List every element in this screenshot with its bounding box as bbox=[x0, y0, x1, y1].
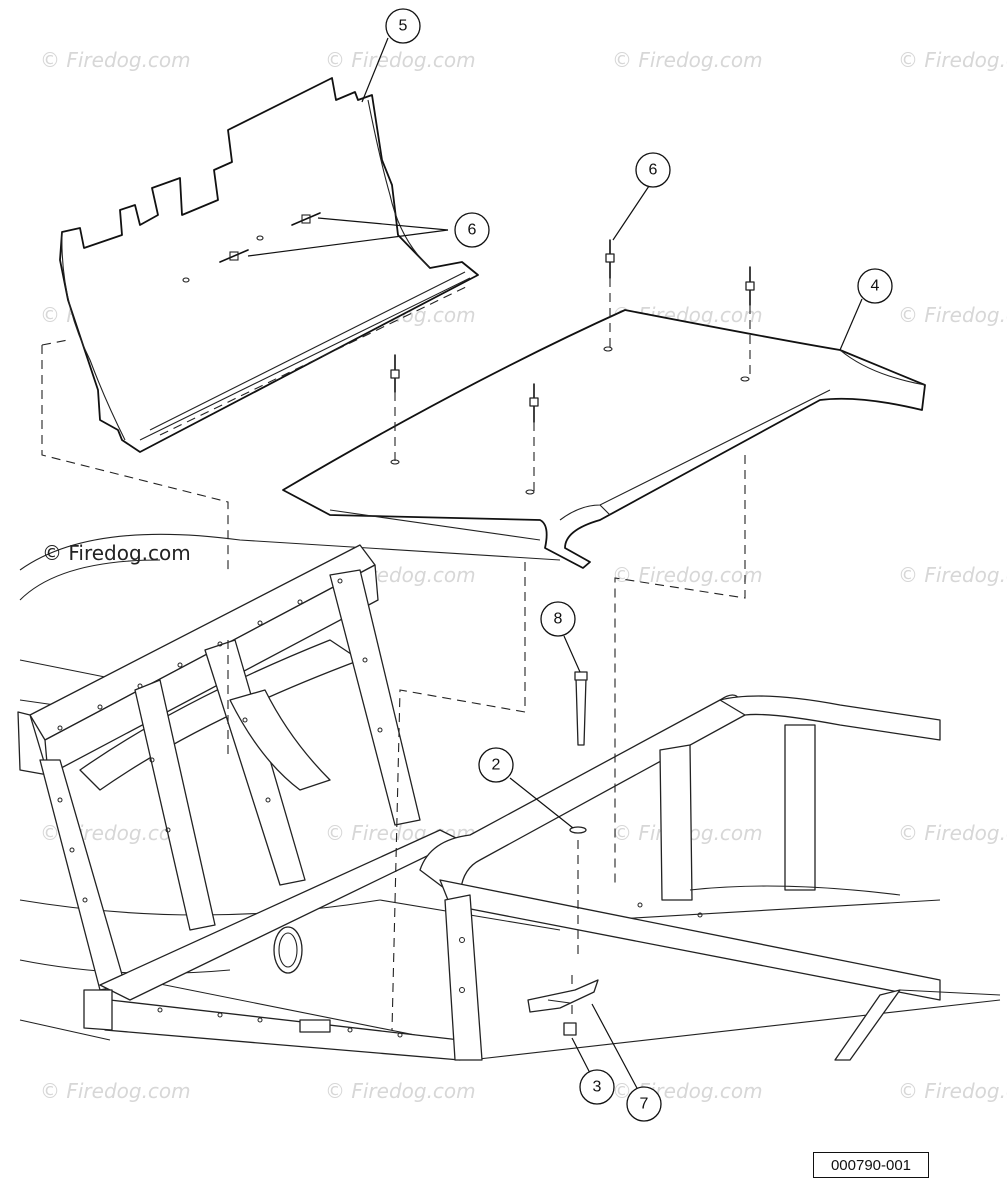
watermark: © Firedog.com bbox=[40, 1079, 191, 1103]
callout-3: 3 bbox=[579, 1069, 615, 1105]
callout-label: 6 bbox=[468, 222, 477, 239]
watermark: © Firedog.com bbox=[325, 1079, 476, 1103]
callout-8: 8 bbox=[540, 601, 576, 637]
frame-holes bbox=[57, 578, 703, 1038]
watermark: © Firedog.com bbox=[40, 48, 191, 72]
callout-4: 4 bbox=[857, 268, 893, 304]
panel-clips bbox=[182, 212, 321, 283]
reference-code: 000790-001 bbox=[813, 1152, 929, 1178]
watermark: © Firedog.com bbox=[898, 563, 1007, 587]
rear-panel bbox=[59, 77, 479, 453]
callout-label: 8 bbox=[554, 611, 563, 628]
bed-floor-panel bbox=[282, 309, 926, 569]
callout-label: 7 bbox=[640, 1096, 649, 1113]
vehicle-frame bbox=[17, 533, 1001, 1061]
alignment-lines bbox=[41, 278, 751, 1031]
callout-6-panel: 6 bbox=[454, 212, 490, 248]
callout-label: 5 bbox=[399, 18, 408, 35]
leader-lines bbox=[247, 37, 863, 1091]
callout-label: 6 bbox=[649, 162, 658, 179]
watermark-dark: © Firedog.com bbox=[42, 541, 191, 565]
callout-label: 2 bbox=[492, 757, 501, 774]
watermark: © Firedog.com bbox=[898, 821, 1007, 845]
watermark: © Firedog.com bbox=[325, 48, 476, 72]
callout-5: 5 bbox=[385, 8, 421, 44]
watermarks: © Firedog.com © Firedog.com © Firedog.co… bbox=[40, 48, 1007, 1103]
watermark: © Firedog.com bbox=[898, 303, 1007, 327]
watermark: © Firedog.com bbox=[612, 48, 763, 72]
hardware bbox=[527, 671, 599, 1036]
callout-label: 4 bbox=[871, 278, 880, 295]
watermark: © Firedog.com bbox=[898, 48, 1007, 72]
callout-6-floor: 6 bbox=[635, 152, 671, 188]
callout-7: 7 bbox=[626, 1086, 662, 1122]
watermark: © Firedog.com bbox=[898, 1079, 1007, 1103]
watermark: © Firedog.com bbox=[612, 563, 763, 587]
push-rivets bbox=[390, 239, 755, 423]
callout-label: 3 bbox=[593, 1079, 602, 1096]
callout-2: 2 bbox=[478, 747, 514, 783]
